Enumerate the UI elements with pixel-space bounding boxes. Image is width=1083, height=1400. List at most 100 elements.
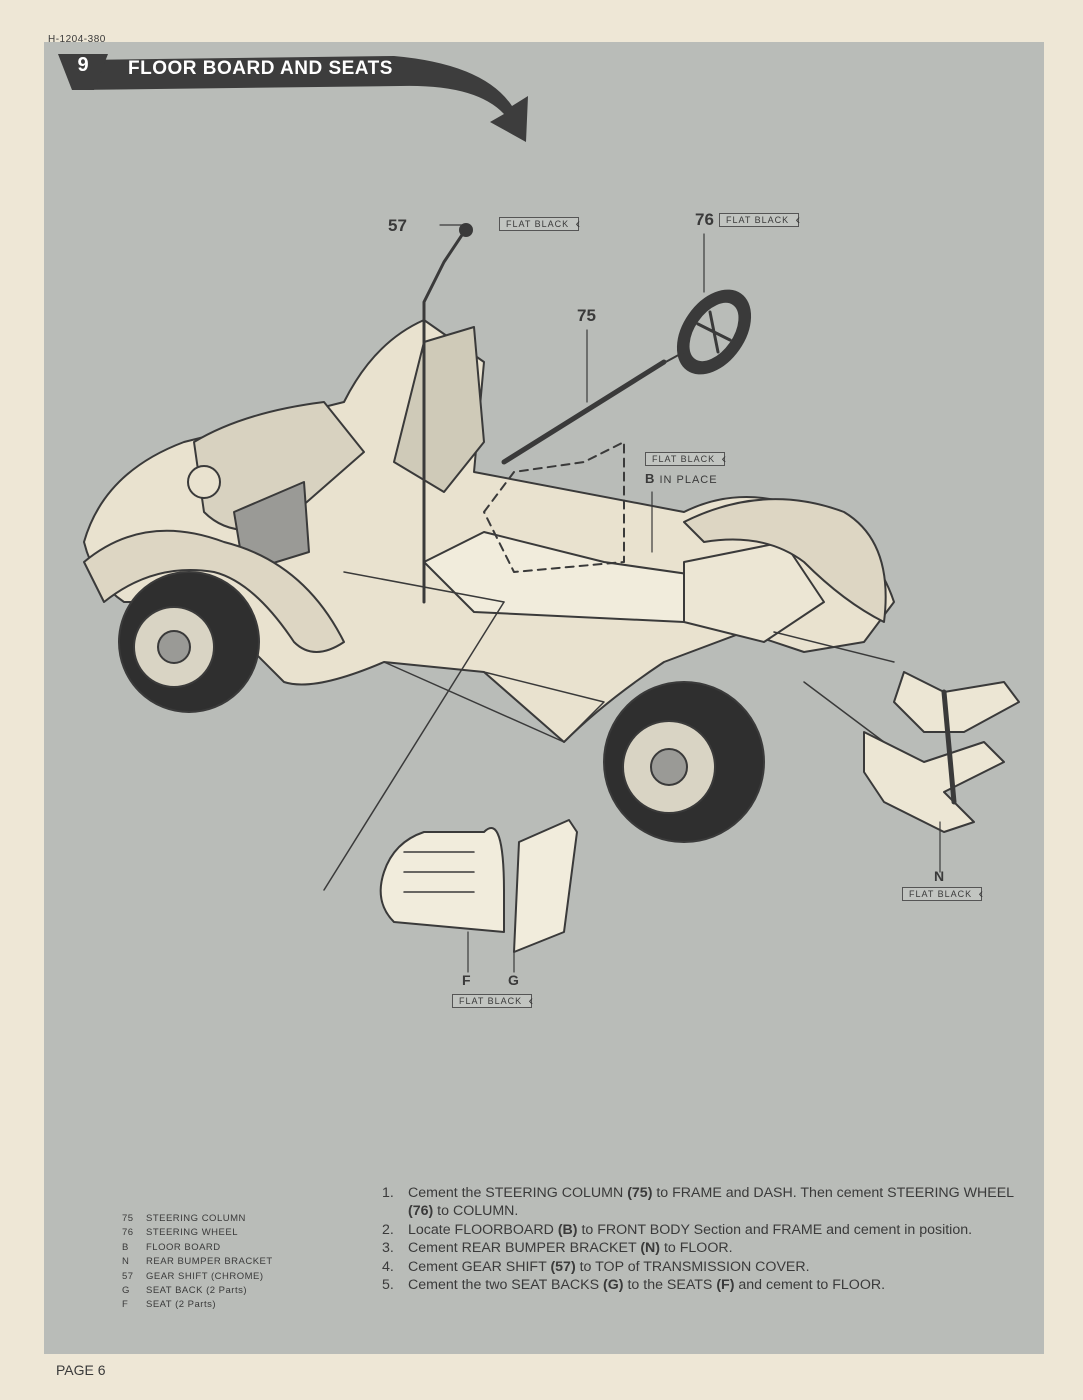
- steering-wheel: [676, 289, 752, 375]
- arrow-wheel-to-column: [661, 351, 685, 365]
- legend-label: FLOOR BOARD: [146, 1241, 221, 1253]
- step-text-fragment: to the SEATS: [623, 1277, 717, 1294]
- legend-row: 75 STEERING COLUMN: [122, 1212, 273, 1226]
- legend-label: SEAT BACK (2 Parts): [146, 1285, 248, 1297]
- step-text-fragment: to FRONT BODY Section and FRAME and ceme…: [577, 1221, 973, 1238]
- legend-row: F SEAT (2 Parts): [122, 1298, 273, 1312]
- assembly-drawing: [83, 223, 1020, 973]
- rear-wheel: [603, 681, 765, 843]
- arrow-bracket: [773, 631, 895, 743]
- step-text-fragment: to COLUMN.: [433, 1203, 519, 1220]
- legend-label: STEERING WHEEL: [146, 1227, 238, 1239]
- instruction-list: 1. Cement the STEERING COLUMN (75) to FRA…: [382, 1184, 1032, 1294]
- tag-fg-flat-black: FLAT BLACK: [452, 992, 534, 1008]
- front-fender: [83, 529, 345, 653]
- step-badge: [58, 54, 108, 90]
- step-banner: [58, 54, 528, 142]
- step-title: FLOOR BOARD AND SEATS: [128, 58, 393, 79]
- callout-b: B: [645, 471, 656, 486]
- callout-n: N: [934, 868, 945, 884]
- document-code: H-1204-380: [48, 34, 106, 45]
- callout-76: 76: [695, 210, 714, 229]
- windshield-frame: [393, 326, 485, 493]
- step-index: 4.: [382, 1258, 394, 1275]
- step-text-fragment: Cement the STEERING COLUMN: [408, 1185, 628, 1201]
- rear-fender: [683, 498, 887, 623]
- part-reference: (N): [640, 1240, 661, 1257]
- seat-part: [379, 827, 505, 933]
- part-reference: (F): [716, 1277, 735, 1294]
- step-text-fragment: Locate FLOORBOARD: [408, 1221, 558, 1238]
- step-text-fragment: to FLOOR.: [660, 1240, 733, 1257]
- step-text-fragment: Cement GEAR SHIFT: [408, 1258, 551, 1275]
- step-text-fragment: to TOP of TRANSMISSION COVER.: [575, 1258, 810, 1275]
- step-index: 2.: [382, 1221, 394, 1238]
- gear-shift: [422, 230, 466, 604]
- legend-row: G SEAT BACK (2 Parts): [122, 1284, 273, 1298]
- instruction-panel: 9 FLOOR BOARD AND SEATS: [44, 42, 1044, 1354]
- legend-row: B FLOOR BOARD: [122, 1241, 273, 1255]
- banner-arrow: [74, 56, 528, 142]
- arrow-to-dash: [323, 601, 505, 891]
- step-number: 9: [77, 54, 89, 76]
- in-place-text: IN PLACE: [659, 474, 718, 486]
- step-text: Cement REAR BUMPER BRACKET (N) to FLOOR.: [408, 1239, 733, 1257]
- front-wheel: [118, 571, 260, 713]
- legend-key: G: [122, 1285, 130, 1297]
- legend-label: SEAT (2 Parts): [146, 1299, 216, 1311]
- part-reference: (57): [550, 1258, 576, 1275]
- headlight: [187, 465, 221, 499]
- step-text-fragment: and cement to FLOOR.: [734, 1277, 886, 1294]
- callout-g: G: [508, 972, 519, 988]
- step-text-fragment: Cement the two SEAT BACKS: [408, 1277, 604, 1294]
- step-text-fragment: to FRAME and DASH. Then cement STEERING …: [652, 1185, 1014, 1201]
- legend-key: 57: [122, 1270, 134, 1282]
- callout-57: 57: [388, 216, 407, 235]
- legend-key: F: [122, 1299, 129, 1311]
- instruction-step: 2. Locate FLOORBOARD (B) to FRONT BODY Se…: [382, 1221, 1032, 1239]
- legend-label: REAR BUMPER BRACKET: [146, 1256, 273, 1268]
- step-index: 1.: [382, 1185, 394, 1201]
- steering-column: [501, 359, 667, 465]
- legend-key: B: [122, 1241, 129, 1253]
- step-text: Cement GEAR SHIFT (57) to TOP of TRANSMI…: [408, 1258, 810, 1276]
- legend-label: GEAR SHIFT (CHROME): [146, 1270, 264, 1282]
- body-side-line: [383, 661, 605, 743]
- b-in-place-label: B IN PLACE: [645, 471, 718, 486]
- callout-75: 75: [577, 306, 596, 325]
- rear-bumper-bracket: [863, 671, 1020, 833]
- instruction-step: 3. Cement REAR BUMPER BRACKET (N) to FLOO…: [382, 1239, 1032, 1257]
- legend-row: N REAR BUMPER BRACKET: [122, 1255, 273, 1269]
- legend-key: N: [122, 1256, 130, 1268]
- legend-label: STEERING COLUMN: [146, 1213, 246, 1224]
- step-index: 3.: [382, 1240, 394, 1257]
- legend-key: 76: [122, 1227, 134, 1239]
- instruction-step: 1. Cement the STEERING COLUMN (75) to FRA…: [382, 1184, 1032, 1221]
- legend-row: 57 GEAR SHIFT (CHROME): [122, 1270, 273, 1284]
- legend-row: 76 STEERING WHEEL: [122, 1226, 273, 1240]
- gear-shift-knob: [459, 223, 473, 237]
- instruction-step: 4. Cement GEAR SHIFT (57) to TOP of TRANS…: [382, 1258, 1032, 1276]
- parts-legend: 75 STEERING COLUMN 76 STEERING WHEEL B FLOOR …: [122, 1212, 273, 1313]
- tag-57-flat-black: FLAT BLACK: [499, 215, 581, 231]
- part-reference: (G): [603, 1277, 624, 1294]
- tag-76-flat-black: FLAT BLACK: [719, 211, 801, 227]
- callout-f: F: [462, 972, 471, 988]
- seat-outline-dashed: [483, 441, 625, 573]
- part-reference: (B): [557, 1221, 578, 1238]
- step-text-fragment: Cement REAR BUMPER BRACKET: [408, 1240, 641, 1257]
- legend-key: 75: [122, 1213, 134, 1224]
- instruction-step: 5. Cement the two SEAT BACKS (G) to the S…: [382, 1276, 1032, 1294]
- tag-n-flat-black: FLAT BLACK: [902, 885, 984, 901]
- seat-back-part: [513, 819, 578, 953]
- step-text: Cement the two SEAT BACKS (G) to the SEA…: [408, 1276, 885, 1294]
- step-text: Locate FLOORBOARD (B) to FRONT BODY Sect…: [408, 1221, 972, 1239]
- rear-pan: [683, 541, 825, 643]
- step-text: Cement the STEERING COLUMN (75) to FRAME…: [408, 1184, 1032, 1221]
- part-reference: (75): [627, 1185, 653, 1201]
- hood: [193, 401, 365, 531]
- part-reference: (76): [408, 1203, 434, 1220]
- step-index: 5.: [382, 1277, 394, 1294]
- tag-b-flat-black: FLAT BLACK: [645, 450, 727, 466]
- arrow-seat-to-floor: [343, 571, 505, 603]
